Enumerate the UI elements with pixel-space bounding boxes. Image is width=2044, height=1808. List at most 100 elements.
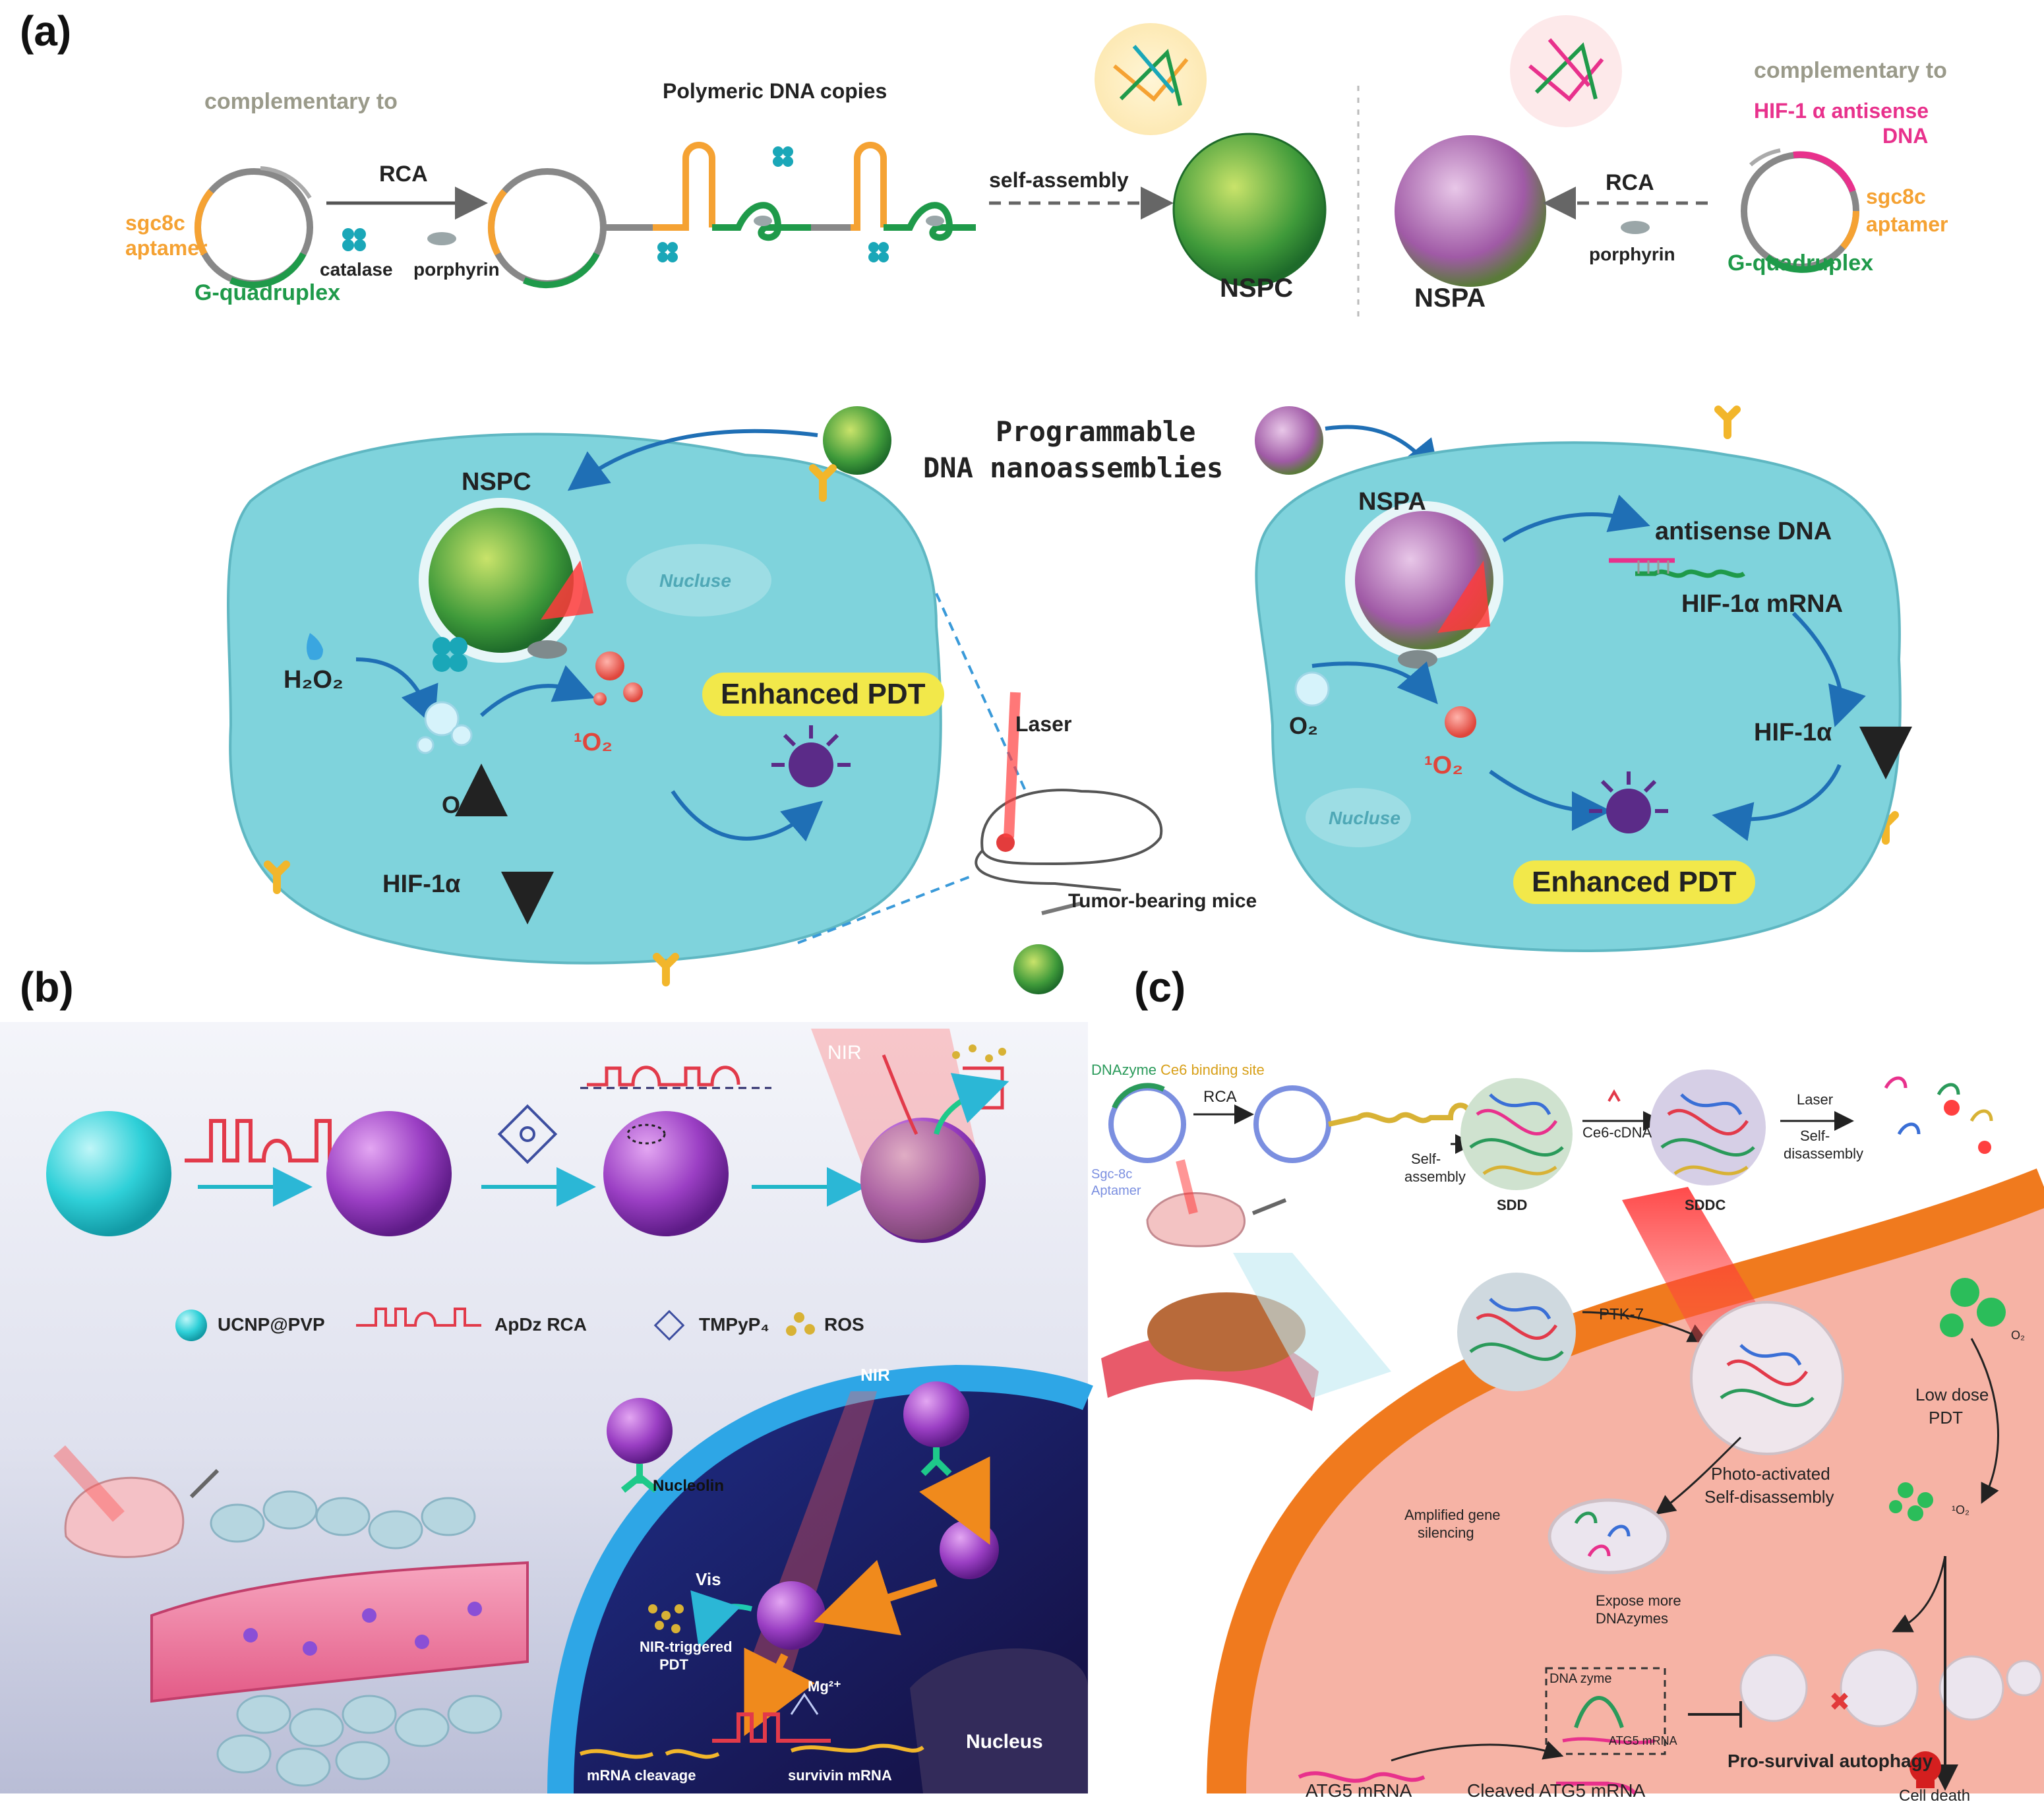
nanoparticle-ptk7	[1457, 1273, 1576, 1391]
rca-strand-b	[185, 1119, 332, 1162]
cancer-cell-icon-left	[771, 725, 851, 787]
nspc-zoom-halo	[1095, 23, 1207, 135]
nspc-zoom-strands	[1113, 45, 1189, 106]
legend-ros: ROS	[824, 1314, 864, 1335]
antisense-label: antisense DNA	[1655, 518, 1832, 545]
panel-a-scheme	[194, 15, 1860, 323]
hif-label-right: HIF-1α	[1754, 719, 1832, 746]
disassembled-in-cell	[1548, 1498, 1670, 1575]
singlet-c-label: ¹O₂	[1952, 1503, 1969, 1517]
legend-rca: ApDz RCA	[495, 1314, 587, 1335]
dnazyme-label: DNAzyme	[1091, 1062, 1157, 1078]
polymeric-label: Polymeric DNA copies	[663, 79, 887, 103]
o2-label-right: O₂	[1289, 712, 1318, 739]
nspc-in-cell	[429, 508, 574, 653]
tumor-mice-label: Tumor-bearing mice	[1068, 890, 1257, 912]
porphyrin-left-label: porphyrin	[413, 259, 500, 280]
tmpyp4-icon	[497, 1104, 558, 1164]
ptk7-label: PTK-7	[1599, 1306, 1644, 1323]
legend-rca-icon	[356, 1308, 481, 1327]
rca-right-label: RCA	[1606, 170, 1654, 195]
self-assembly-label: self-assembly	[989, 168, 1129, 192]
self-disassembly-c-1: Self-	[1800, 1128, 1830, 1144]
purple-sphere-3	[860, 1118, 986, 1243]
cell-body-c	[1226, 1187, 2044, 1793]
panel-a-cells	[227, 406, 1912, 994]
dna-zyme-label: DNA zyme	[1549, 1672, 1612, 1686]
enhanced-pdt-left: Enhanced PDT	[702, 673, 944, 716]
left-nucleus	[626, 544, 771, 617]
vis-label: Vis	[696, 1569, 721, 1589]
left-circular-template	[194, 166, 313, 289]
o2-c-label: O₂	[2011, 1329, 2025, 1342]
nir-bottom-label: NIR	[860, 1365, 890, 1385]
rca-product	[487, 142, 976, 289]
cell-death-label: Cell death	[1899, 1787, 1971, 1805]
nanoparticle-delivery-right	[1255, 406, 1323, 475]
h2o2-label: H₂O₂	[284, 666, 344, 694]
panel-c-label: (c)	[1134, 963, 1186, 1011]
singlet-oxygen-left	[593, 651, 643, 706]
endosome	[1690, 1301, 1844, 1455]
cleaved-label: Cleaved ATG5 mRNA	[1467, 1780, 1646, 1801]
legend-ucnp: UCNP@PVP	[218, 1314, 325, 1335]
nir-top-label: NIR	[827, 1042, 862, 1064]
mg-label: Mg²⁺	[808, 1678, 841, 1695]
legend-ros-icon	[786, 1312, 815, 1336]
tissue-cells	[210, 1490, 502, 1787]
mouse-b-icon	[53, 1445, 220, 1558]
porphyrin-right-icon	[1621, 221, 1650, 234]
nspc-nanoparticle	[1174, 134, 1325, 286]
nucleolin-label: Nucleolin	[653, 1477, 725, 1495]
singlet-label-right: ¹O₂	[1424, 752, 1464, 779]
amplified-1: Amplified gene	[1404, 1507, 1501, 1523]
legend-tmpyp4: TMPyP₄	[699, 1314, 769, 1335]
left-sgc8c-label: sgc8c	[125, 211, 185, 235]
self-disassembly-c-2: disassembly	[1784, 1145, 1864, 1162]
sddc-label: SDDC	[1685, 1197, 1726, 1213]
hif-mrna-label: HIF-1α mRNA	[1681, 590, 1844, 618]
panel-c	[1101, 1070, 2044, 1795]
nucleus-right-label: Nucluse	[1329, 808, 1400, 828]
sdd-particle	[1460, 1078, 1573, 1190]
purple-sphere-2	[603, 1111, 729, 1236]
left-aptamer-label: aptamer	[125, 236, 208, 260]
sgc8c-c-label-1: Sgc-8c	[1091, 1167, 1133, 1182]
panel-b	[0, 1022, 1093, 1794]
nir-pdt-label-1: NIR-triggered	[640, 1639, 733, 1655]
nspa-label: NSPA	[1414, 284, 1486, 313]
legend-ucnp-icon	[175, 1310, 207, 1341]
enhanced-pdt-right: Enhanced PDT	[1513, 860, 1755, 904]
dnazyme-box	[1545, 1667, 1666, 1755]
programmable-label-2: DNA nanoassemblies	[923, 452, 1224, 484]
right-hif-label-1: HIF-1 α antisense	[1754, 99, 1929, 123]
nucleus-b-label: Nucleus	[966, 1731, 1043, 1753]
cell-membrane-b	[547, 1364, 1093, 1794]
mrna-cleavage-label: mRNA cleavage	[587, 1767, 696, 1784]
nucleus-b	[910, 1648, 1088, 1793]
nanoparticle-delivery-left	[823, 406, 891, 475]
nspa-zoom-halo	[1510, 15, 1622, 127]
photo-activated-2: Self-disassembly	[1704, 1487, 1834, 1507]
o2-label-left: O₂	[442, 791, 471, 818]
o2-dots-c	[1940, 1278, 2006, 1337]
legend-tmpyp4-icon	[653, 1310, 685, 1341]
right-circular-template	[1741, 148, 1860, 273]
programmable-label-1: Programmable	[996, 415, 1196, 448]
laser-c-label: Laser	[1797, 1091, 1834, 1108]
h2o2-drop	[307, 633, 323, 660]
mouse-c-icon	[1146, 1159, 1287, 1248]
nucleus-left-label: Nucluse	[659, 570, 731, 591]
mouse-icon-a	[975, 692, 1163, 994]
vessel-particles	[243, 1602, 482, 1656]
ce6-site-label: Ce6 binding site	[1160, 1062, 1265, 1078]
ce6-cdna-label: Ce6-cDNA	[1582, 1124, 1652, 1141]
blood-vessel	[150, 1561, 529, 1703]
rca-left-label: RCA	[379, 162, 428, 187]
purple-sphere-1	[326, 1111, 452, 1236]
nspa-cell-label: NSPA	[1358, 488, 1426, 516]
amplified-2: silencing	[1418, 1524, 1474, 1541]
nir-pdt-label-2: PDT	[659, 1656, 688, 1673]
left-complementary-label: complementary to	[204, 89, 398, 114]
